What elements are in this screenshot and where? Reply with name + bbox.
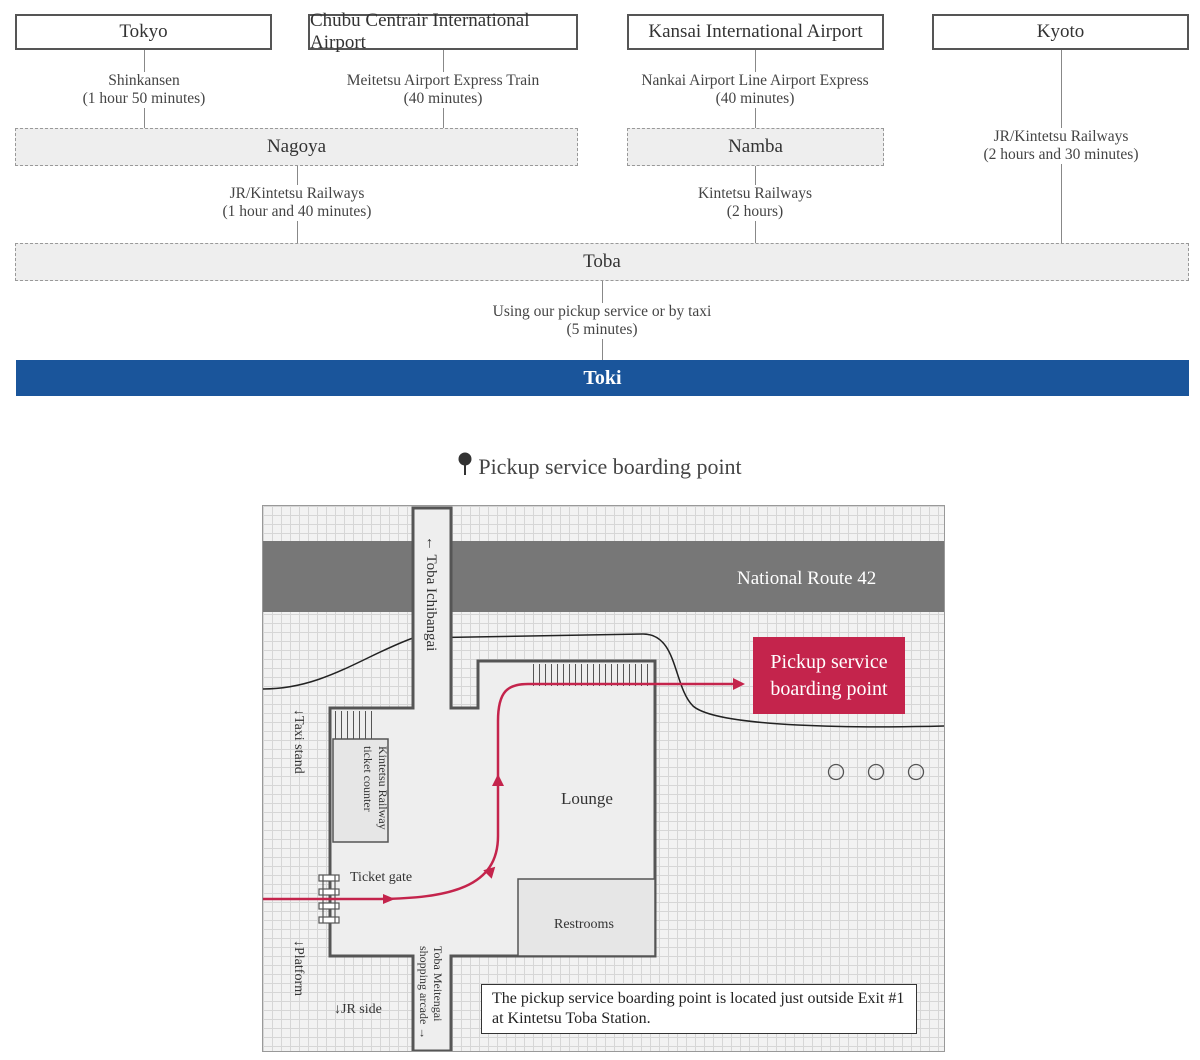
route-duration: (2 hours) <box>726 203 784 220</box>
road-national-route-42 <box>263 541 944 612</box>
route-nankai: Nankai Airport Line Airport Express (40 … <box>637 72 873 108</box>
map-pin-icon <box>458 452 472 482</box>
destination-toki: Toki <box>16 360 1189 396</box>
road-label: National Route 42 <box>737 568 877 589</box>
toba-ichibangai-label: ← Toba Ichibangai <box>423 536 439 652</box>
route-duration: (1 hour 50 minutes) <box>82 90 206 107</box>
route-arrow-icon <box>483 866 496 879</box>
station-nagoya: Nagoya <box>15 128 578 166</box>
station-namba: Namba <box>627 128 884 166</box>
route-name: Kintetsu Railways <box>697 185 813 202</box>
route-name: Nankai Airport Line Airport Express <box>641 72 869 89</box>
pickup-note: The pickup service boarding point is loc… <box>481 984 917 1034</box>
route-arrow-icon <box>733 678 745 690</box>
route-name: Shinkansen <box>108 72 180 89</box>
pickup-route-line <box>263 682 733 901</box>
restrooms-box <box>517 878 656 957</box>
route-kintetsu-namba: Kintetsu Railways (2 hours) <box>693 185 817 221</box>
pickup-label-line: boarding point <box>770 677 888 700</box>
station-toba: Toba <box>15 243 1189 281</box>
ticket-counter-box <box>332 738 389 843</box>
ticket-gate-label: Ticket gate <box>350 870 413 885</box>
origin-kansai-airport: Kansai International Airport <box>627 14 884 50</box>
map-title-text: Pickup service boarding point <box>478 454 742 479</box>
route-name: JR/Kintetsu Railways <box>229 185 365 202</box>
pickup-label-line: Pickup service <box>770 650 888 673</box>
route-duration: (1 hour and 40 minutes) <box>222 203 372 220</box>
station-map: National Route 42 ← Toba Ichibangai ↓Tax… <box>262 505 945 1052</box>
route-duration: (5 minutes) <box>566 321 638 338</box>
stairs-exit-1 <box>531 664 651 686</box>
origin-kyoto: Kyoto <box>932 14 1189 50</box>
map-title: Pickup service boarding point <box>0 452 1200 482</box>
route-jr-kintetsu-kyoto: JR/Kintetsu Railways (2 hours and 30 min… <box>979 128 1143 164</box>
road-edge-line <box>263 633 944 728</box>
route-shinkansen: Shinkansen (1 hour 50 minutes) <box>78 72 210 108</box>
route-jr-kintetsu-nagoya: JR/Kintetsu Railways (1 hour and 40 minu… <box>218 185 376 221</box>
platform-label: ↓Platform <box>291 940 306 996</box>
route-arrow-icon <box>383 894 395 904</box>
route-meitetsu: Meitetsu Airport Express Train (40 minut… <box>342 72 544 108</box>
route-duration: (2 hours and 30 minutes) <box>983 146 1139 163</box>
route-name: Meitetsu Airport Express Train <box>346 72 540 89</box>
route-arrow-icon <box>492 774 504 786</box>
restrooms-label: Restrooms <box>554 917 614 932</box>
route-duration: (40 minutes) <box>403 90 483 107</box>
taxi-stand-label: ↓Taxi stand <box>291 709 306 774</box>
route-duration: (40 minutes) <box>715 90 795 107</box>
lounge-label: Lounge <box>561 789 613 808</box>
jr-side-label: ↓JR side <box>334 1002 382 1017</box>
route-pickup-taxi: Using our pickup service or by taxi (5 m… <box>488 303 716 339</box>
origin-chubu-airport: Chubu Centrair International Airport <box>308 10 578 53</box>
bollard-icon <box>867 763 885 781</box>
bollard-icon <box>907 763 925 781</box>
route-name: Using our pickup service or by taxi <box>492 303 712 320</box>
map-drawing <box>263 506 944 1051</box>
ticket-counter-label: Kintetsu Railway ticket counter <box>361 746 390 830</box>
stairs-ticket-counter <box>333 711 375 739</box>
pickup-boarding-point: Pickup service boarding point <box>753 637 905 714</box>
meitengai-label: Toba Meitengai shopping arcade → <box>417 946 445 1040</box>
bollard-icon <box>827 763 845 781</box>
origin-tokyo: Tokyo <box>15 14 272 50</box>
route-name: JR/Kintetsu Railways <box>993 128 1129 145</box>
